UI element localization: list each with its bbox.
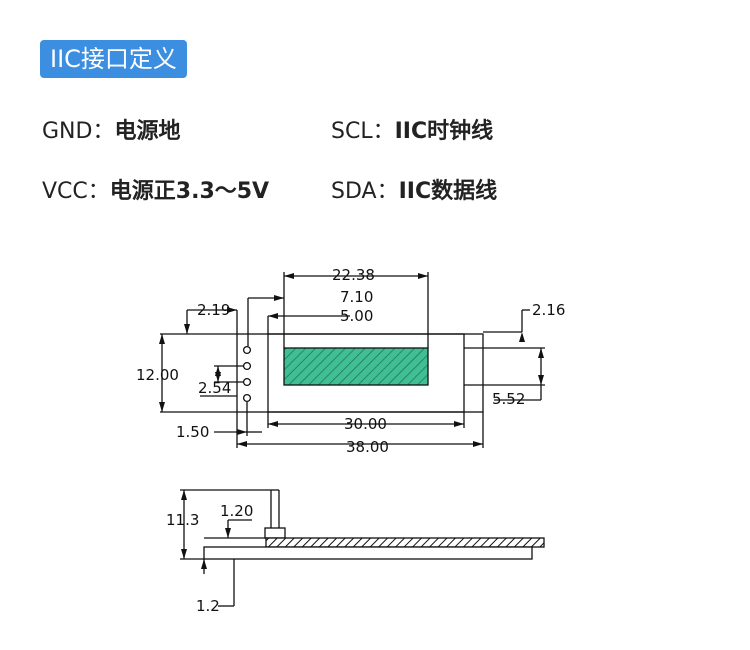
pin-vcc: VCC：电源正3.3～5V — [42, 173, 269, 205]
pcb-layer — [203, 546, 533, 560]
dim-12-00: 12.00 — [136, 366, 179, 384]
dim-2-54: 2.54 — [198, 379, 231, 397]
dim-1-50: 1.50 — [176, 423, 209, 441]
pin-scl-desc: IIC时钟线 — [394, 119, 494, 144]
top-view — [159, 272, 545, 448]
display-area — [283, 347, 429, 386]
dim-30-00: 30.00 — [344, 415, 387, 433]
dim-5-00: 5.00 — [340, 307, 373, 325]
pin-hole-1 — [242, 345, 252, 355]
pin-sda-label: SDA： — [331, 179, 399, 204]
pin-vcc-desc: 电源正3.3～5V — [109, 179, 270, 204]
pin-hole-2 — [242, 361, 252, 371]
glass-outline — [267, 333, 465, 413]
top-view-dimension-labels: 22.38 7.10 5.00 2.19 2.16 12.00 2.54 5.5… — [136, 266, 565, 456]
side-view-dimension-labels: 11.3 1.20 1.2 — [166, 502, 253, 615]
pin-sda: SDA：IIC数据线 — [331, 173, 497, 205]
glass-layer — [265, 537, 545, 548]
dim-11-3: 11.3 — [166, 511, 199, 529]
pin-gnd-label: GND： — [42, 119, 115, 144]
dim-7-10: 7.10 — [340, 288, 373, 306]
dim-5-52: 5.52 — [492, 390, 525, 408]
dim-22-38: 22.38 — [332, 266, 375, 284]
dim-1-20: 1.20 — [220, 502, 253, 520]
dim-38-00: 38.00 — [346, 438, 389, 456]
dim-2-16: 2.16 — [532, 301, 565, 319]
pin-gnd: GND：电源地 — [42, 113, 180, 145]
side-view — [180, 489, 545, 607]
pin-gnd-desc: 电源地 — [114, 119, 181, 144]
pin-hole-4 — [242, 393, 252, 403]
pin-hole-3 — [242, 377, 252, 387]
pin-scl-label: SCL： — [331, 119, 395, 144]
dim-1-2: 1.2 — [196, 597, 220, 615]
pin-header-body — [264, 527, 286, 539]
pin-scl: SCL：IIC时钟线 — [331, 113, 493, 145]
pin-vcc-label: VCC： — [42, 179, 110, 204]
pin-sda-desc: IIC数据线 — [398, 179, 498, 204]
dim-2-19: 2.19 — [197, 301, 230, 319]
section-title-badge: IIC接口定义 — [40, 40, 187, 78]
